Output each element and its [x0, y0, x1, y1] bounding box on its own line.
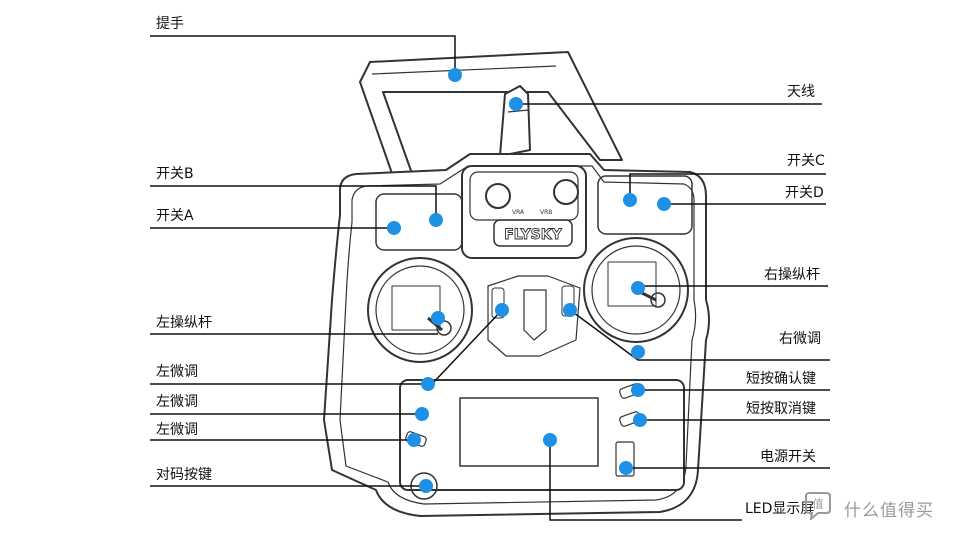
label-handle: 提手	[156, 16, 184, 32]
label-switch-c: 开关C	[787, 153, 825, 169]
label-bind: 对码按键	[156, 467, 212, 483]
right-switch-well	[597, 175, 693, 235]
label-switch-a: 开关A	[156, 208, 194, 224]
brand-logo: FLYSKY	[504, 227, 562, 243]
marker-left-trim-3	[407, 433, 421, 447]
antenna-shape	[499, 85, 531, 157]
knob-vrb-label: VRB	[540, 209, 552, 216]
label-left-trim-1: 左微调	[156, 364, 198, 380]
label-right-trim: 右微调	[779, 331, 821, 347]
transmitter-outline	[323, 51, 710, 517]
knob-vrb	[553, 179, 579, 205]
label-right-stick: 右操纵杆	[764, 267, 820, 283]
watermark-text: 什么值得买	[844, 501, 934, 521]
marker-switch-a	[387, 221, 401, 235]
logo-plate	[493, 219, 573, 247]
watermark-badge-icon: 值	[805, 492, 831, 520]
marker-handle	[448, 68, 462, 82]
left-gimbal	[367, 257, 473, 363]
marker-right-stick	[631, 281, 645, 295]
center-trim-area	[487, 275, 581, 357]
label-left-stick: 左操纵杆	[156, 315, 212, 331]
marker-cancel-key	[633, 413, 647, 427]
lcd-screen	[459, 397, 599, 467]
label-left-trim-2: 左微调	[156, 394, 198, 410]
left-switch-well	[375, 193, 463, 251]
marker-power	[619, 461, 633, 475]
marker-lcd	[543, 433, 557, 447]
label-lcd: LED显示屏	[745, 501, 815, 517]
label-power: 电源开关	[760, 449, 816, 465]
knob-vra-label: VRA	[512, 209, 525, 216]
label-ok-key: 短按确认键	[746, 371, 816, 387]
marker-left-trim-center	[495, 303, 509, 317]
marker-right-trim-center	[563, 303, 577, 317]
label-antenna: 天线	[787, 84, 815, 100]
marker-left-trim-2	[415, 407, 429, 421]
marker-left-stick	[431, 311, 445, 325]
marker-bind	[419, 479, 433, 493]
right-gimbal	[583, 237, 689, 343]
lcd-frame	[399, 379, 685, 491]
label-switch-b: 开关B	[156, 166, 194, 182]
marker-switch-d	[657, 197, 671, 211]
knob-vra	[485, 183, 511, 209]
watermark: 值 什么值得买	[800, 492, 970, 524]
marker-antenna	[509, 97, 523, 111]
marker-switch-c	[623, 193, 637, 207]
marker-ok-key	[631, 383, 645, 397]
label-switch-d: 开关D	[785, 185, 824, 201]
marker-switch-b	[429, 213, 443, 227]
markers	[387, 68, 671, 493]
label-left-trim-3: 左微调	[156, 422, 198, 438]
marker-left-trim-1	[421, 377, 435, 391]
watermark-badge-text: 值	[813, 498, 824, 511]
marker-right-trim	[631, 345, 645, 359]
label-cancel-key: 短按取消键	[746, 401, 816, 417]
